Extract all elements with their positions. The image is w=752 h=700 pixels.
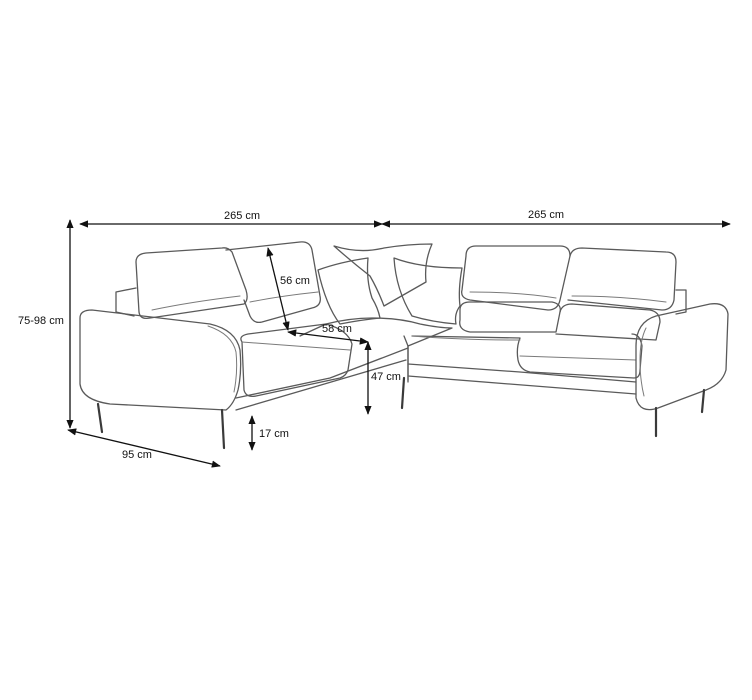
leg-height-label: 17 cm xyxy=(259,428,289,440)
corner-pillow-right xyxy=(393,257,463,325)
backrest-height-arrow xyxy=(266,247,290,331)
depth-arrow xyxy=(67,428,221,468)
leg-front-middle xyxy=(220,408,226,450)
leg-right-back xyxy=(700,388,706,414)
left-back-cushion-inner xyxy=(225,241,321,324)
seat-depth-arrow xyxy=(287,329,369,345)
width-right-label: 265 cm xyxy=(528,209,564,221)
left-armrest xyxy=(79,309,242,411)
corner-pillow-left xyxy=(317,257,381,325)
height-label: 75-98 cm xyxy=(18,315,64,327)
seat-height-label: 47 cm xyxy=(371,371,401,383)
right-armrest xyxy=(635,303,729,411)
dimension-labels: 265 cm 265 cm 75-98 cm 95 cm 56 cm 58 cm… xyxy=(18,209,564,461)
corner-pillow-back xyxy=(333,243,433,307)
left-back-cushion-outer xyxy=(135,247,248,320)
seat-depth-label: 58 cm xyxy=(322,323,352,335)
right-seat-cushion-outer xyxy=(555,303,661,341)
left-seat-cushion xyxy=(240,323,353,398)
dimension-lines xyxy=(66,219,731,468)
leg-corner xyxy=(400,376,406,410)
right-back-cushion-inner xyxy=(461,245,571,311)
sofa-drawing xyxy=(79,241,729,450)
leg-front-left xyxy=(96,402,104,434)
width-left-label: 265 cm xyxy=(224,210,260,222)
right-seat-front xyxy=(411,333,643,379)
depth-label: 95 cm xyxy=(122,449,152,461)
right-seat-cushion-inner xyxy=(459,301,561,333)
right-back-cushion-outer xyxy=(567,247,677,311)
backrest-height-label: 56 cm xyxy=(280,275,310,287)
